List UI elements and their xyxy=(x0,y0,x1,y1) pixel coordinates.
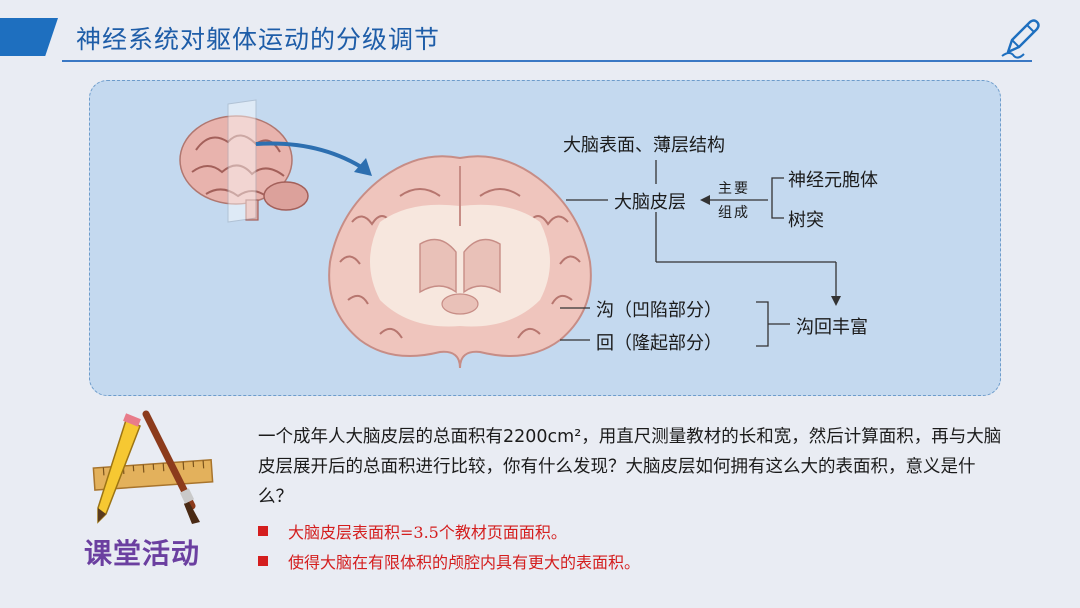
answer-item: 使得大脑在有限体积的颅腔内具有更大的表面积。 xyxy=(258,546,1018,576)
cortex-label: 大脑皮层 xyxy=(614,192,686,213)
title-bar: 神经系统对躯体运动的分级调节 xyxy=(0,0,1080,70)
surface-label: 大脑表面、薄层结构 xyxy=(563,135,725,156)
answer-text: 使得大脑在有限体积的颅腔内具有更大的表面积。 xyxy=(288,553,641,572)
activity-question: 一个成年人大脑皮层的总面积有2200cm²，用直尺测量教材的长和宽，然后计算面积… xyxy=(258,427,1002,507)
dendrite-label: 树突 xyxy=(788,210,824,231)
neuron-body-label: 神经元胞体 xyxy=(788,170,878,191)
bullet-square-icon xyxy=(258,556,268,566)
answer-text: 大脑皮层表面积=3.5个教材页面面积。 xyxy=(288,523,567,542)
sulcus-label: 沟（凹陷部分） xyxy=(596,300,722,321)
composition-top-label: 主要 xyxy=(718,181,750,197)
bullet-square-icon xyxy=(258,526,268,536)
activity-label: 课堂活动 xyxy=(84,537,201,570)
rich-folds-label: 沟回丰富 xyxy=(796,317,868,338)
ruler-pencil-brush-icon xyxy=(92,410,214,524)
page-title: 神经系统对躯体运动的分级调节 xyxy=(76,25,441,54)
composition-bottom-label: 组成 xyxy=(718,205,750,221)
gyrus-label: 回（隆起部分） xyxy=(596,333,722,354)
title-accent-shape xyxy=(0,18,58,56)
diagram-panel xyxy=(89,80,1001,396)
pencil-icon xyxy=(1001,19,1040,59)
title-underline xyxy=(62,60,1032,62)
answer-item: 大脑皮层表面积=3.5个教材页面面积。 xyxy=(258,516,1018,546)
answer-list: 大脑皮层表面积=3.5个教材页面面积。 使得大脑在有限体积的颅腔内具有更大的表面… xyxy=(258,516,1018,576)
